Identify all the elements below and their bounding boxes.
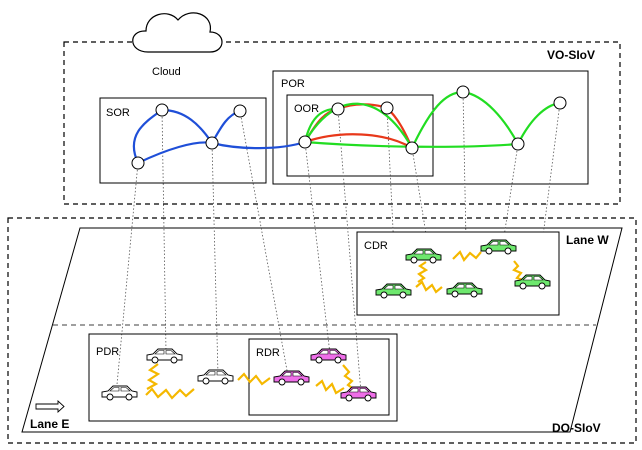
vo-siov-layer bbox=[63, 41, 621, 205]
arrow-right-icon bbox=[35, 399, 65, 414]
sor-label: SOR bbox=[106, 107, 130, 119]
rdr-region bbox=[248, 338, 390, 416]
por-label: POR bbox=[281, 78, 305, 90]
vo-siov-label: VO-SIoV bbox=[547, 48, 595, 62]
oor-region bbox=[286, 94, 434, 177]
do-siov-label: DO-SIoV bbox=[552, 421, 601, 435]
sor-links bbox=[132, 108, 306, 164]
por-region bbox=[272, 70, 589, 185]
do-siov-layer bbox=[7, 217, 637, 444]
road-plane bbox=[21, 227, 623, 433]
cdr-label: CDR bbox=[364, 240, 388, 252]
oor-label: OOR bbox=[294, 103, 319, 115]
pdr-region bbox=[88, 333, 398, 422]
cloud-icon bbox=[132, 12, 223, 53]
rdr-label: RDR bbox=[256, 347, 280, 359]
lane-e-label: Lane E bbox=[30, 417, 69, 431]
cloud-label: Cloud bbox=[152, 66, 181, 78]
virtual-nodes bbox=[131, 85, 567, 170]
sor-region bbox=[99, 97, 267, 184]
lightning-link-icon bbox=[145, 250, 524, 400]
pdr-label: PDR bbox=[96, 346, 119, 358]
lane-w-label: Lane W bbox=[566, 233, 609, 247]
cdr-region bbox=[356, 231, 560, 316]
